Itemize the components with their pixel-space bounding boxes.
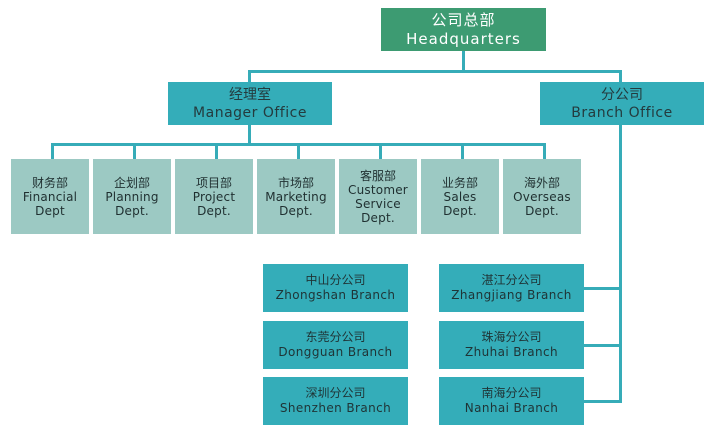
branch-shenzhen: 深圳分公司 Shenzhen Branch — [263, 377, 408, 425]
branch-dongguan: 东莞分公司 Dongguan Branch — [263, 321, 408, 369]
headquarters-box: 公司总部 Headquarters — [381, 8, 546, 51]
branch-zhuhai: 珠海分公司 Zhuhai Branch — [439, 321, 584, 369]
branch-zhanjiang: 湛江分公司 Zhangjiang Branch — [439, 264, 584, 312]
branch-office-en: Branch Office — [571, 104, 673, 121]
connector-zhanjiang — [580, 287, 622, 290]
branch-label-en: Shenzhen Branch — [279, 401, 392, 415]
dept-label-en: Dept. — [525, 203, 559, 218]
connector-dept-5 — [379, 143, 382, 159]
branch-label-zh: 南海分公司 — [481, 386, 542, 400]
connector-zhuhai — [580, 344, 622, 347]
dept-label-zh: 客服部 — [359, 168, 396, 183]
dept-label-en: Dept — [35, 203, 65, 218]
dept-overseas: 海外部 Overseas Dept. — [503, 159, 581, 234]
branch-office-zh: 分公司 — [601, 86, 643, 103]
branch-label-en: Dongguan Branch — [278, 345, 393, 359]
dept-label-en: Dept. — [197, 203, 231, 218]
dept-label-en: Overseas — [513, 189, 571, 204]
branch-label-en: Zhongshan Branch — [275, 288, 396, 302]
dept-planning: 企划部 Planning Dept. — [93, 159, 171, 234]
connector-nanhai — [580, 400, 622, 403]
dept-label-en: Marketing — [265, 189, 327, 204]
manager-office-en: Manager Office — [193, 104, 307, 121]
dept-label-en: Customer — [348, 182, 408, 197]
dept-label-en: Planning — [105, 189, 159, 204]
connector-dept-2 — [133, 143, 136, 159]
manager-office-box: 经理室 Manager Office — [168, 82, 332, 125]
dept-label-en: Dept. — [443, 203, 477, 218]
dept-label-en: Sales — [443, 189, 477, 204]
dept-label-en: Dept. — [279, 203, 313, 218]
connector-dept-6 — [461, 143, 464, 159]
branch-office-box: 分公司 Branch Office — [540, 82, 704, 125]
connector-dept-7 — [543, 143, 546, 159]
headquarters-zh: 公司总部 — [431, 10, 496, 29]
dept-label-zh: 项目部 — [195, 175, 232, 190]
connector-to-branch-office — [619, 70, 622, 82]
connector-dept-3 — [215, 143, 218, 159]
dept-label-zh: 业务部 — [441, 175, 478, 190]
branch-label-en: Zhangjiang Branch — [451, 288, 572, 302]
manager-office-zh: 经理室 — [229, 86, 271, 103]
dept-label-en: Project — [192, 189, 236, 204]
dept-project: 项目部 Project Dept. — [175, 159, 253, 234]
connector-to-manager — [248, 70, 251, 82]
dept-financial: 财务部 Financial Dept — [11, 159, 89, 234]
branch-zhongshan: 中山分公司 Zhongshan Branch — [263, 264, 408, 312]
dept-label-en: Dept. — [361, 210, 395, 225]
branch-label-zh: 深圳分公司 — [305, 386, 366, 400]
branch-label-zh: 中山分公司 — [305, 273, 366, 287]
branch-nanhai: 南海分公司 Nanhai Branch — [439, 377, 584, 425]
dept-label-en: Service — [355, 196, 401, 211]
connector-hq-down — [462, 50, 465, 72]
branch-label-en: Nanhai Branch — [464, 401, 559, 415]
dept-marketing: 市场部 Marketing Dept. — [257, 159, 335, 234]
dept-label-zh: 企划部 — [113, 175, 150, 190]
branch-label-zh: 珠海分公司 — [481, 330, 542, 344]
dept-label-zh: 市场部 — [277, 175, 314, 190]
branch-label-zh: 湛江分公司 — [481, 273, 542, 287]
dept-sales: 业务部 Sales Dept. — [421, 159, 499, 234]
connector-dept-1 — [51, 143, 54, 159]
dept-label-en: Dept. — [115, 203, 149, 218]
connector-dept-4 — [297, 143, 300, 159]
dept-label-en: Financial — [22, 189, 78, 204]
branch-label-en: Zhuhai Branch — [464, 345, 559, 359]
headquarters-en: Headquarters — [406, 29, 521, 48]
dept-customer-service: 客服部 Customer Service Dept. — [339, 159, 417, 234]
connector-manager-down — [248, 125, 251, 145]
dept-label-zh: 财务部 — [31, 175, 68, 190]
connector-branch-vertical — [619, 125, 622, 403]
dept-label-zh: 海外部 — [523, 175, 560, 190]
connector-top-horizontal — [248, 70, 622, 73]
branch-label-zh: 东莞分公司 — [305, 330, 366, 344]
